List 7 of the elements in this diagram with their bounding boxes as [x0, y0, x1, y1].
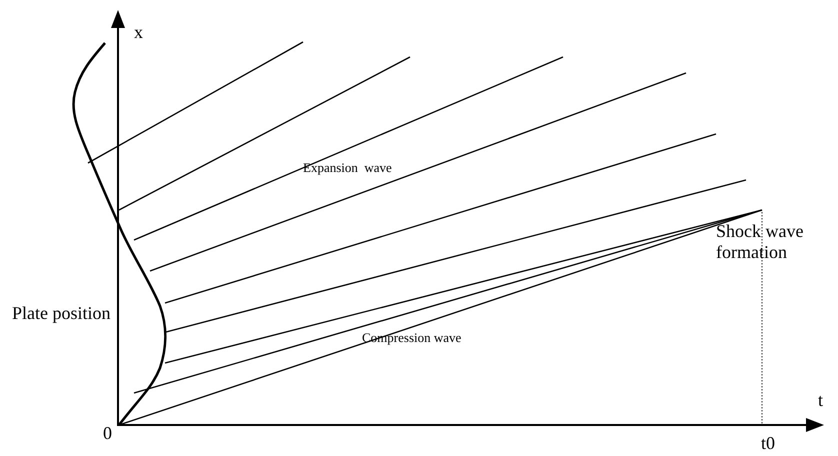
- region-label: Expansion wave: [303, 161, 392, 176]
- event-label: Shock wave formation: [716, 221, 804, 262]
- axis-label: x: [134, 22, 143, 43]
- tick-label: t0: [761, 433, 776, 454]
- tick-label: 0: [103, 423, 112, 444]
- axis-label: t: [818, 390, 824, 411]
- curve-label: Plate position: [12, 303, 110, 324]
